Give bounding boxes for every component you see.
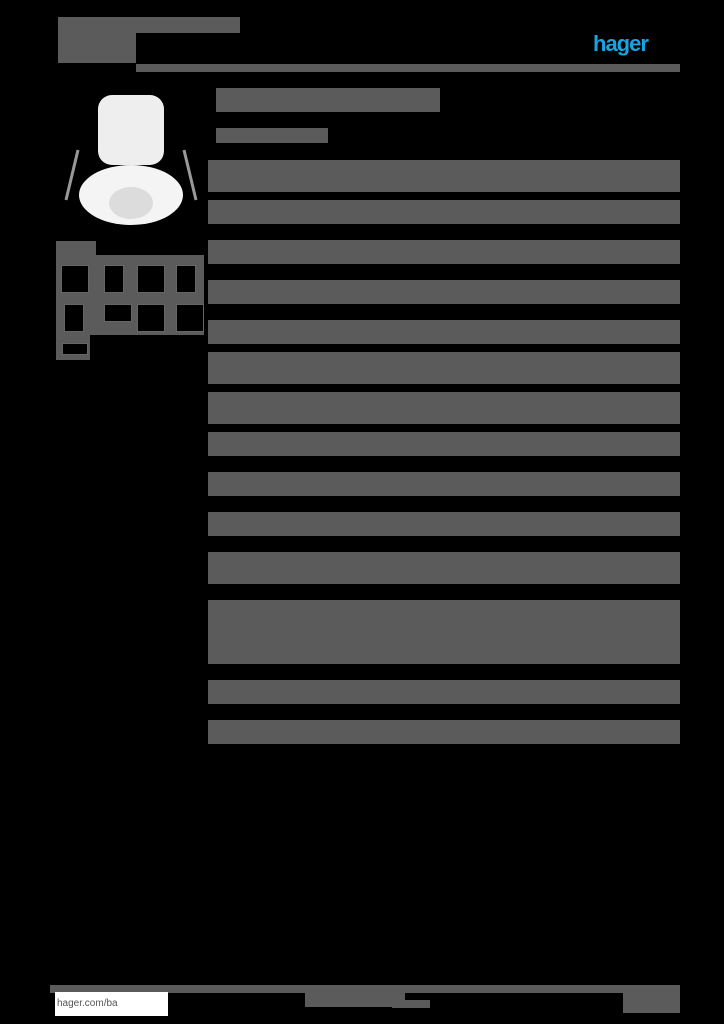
spec-row-5: [208, 320, 680, 344]
footer-website-link[interactable]: hager.com/ba: [55, 992, 168, 1016]
spec-row-4: [208, 280, 680, 304]
spec-row-8: [208, 432, 680, 456]
header-title-bar: [58, 17, 240, 33]
header-rule: [136, 64, 680, 72]
spec-row-14: [208, 720, 680, 744]
spec-row-6: [208, 352, 680, 384]
spec-row-12: [208, 600, 680, 664]
spec-row-1: [208, 160, 680, 192]
detector-icon: [104, 265, 124, 293]
footer-center-bar: [305, 993, 405, 1007]
mounting-icon: [137, 265, 165, 293]
product-title-bar: [216, 88, 440, 112]
icons-label-bar: [56, 241, 96, 255]
remote-icon: [62, 343, 88, 355]
switch-icon: [176, 265, 196, 293]
spec-row-10: [208, 512, 680, 536]
hager-logo: hager: [593, 31, 649, 56]
terminal-icon: [137, 304, 165, 332]
footer-rule: [50, 985, 680, 993]
product-image: [58, 90, 204, 230]
spec-row-13: [208, 680, 680, 704]
wiring-icon: [104, 304, 132, 322]
ip-rating-icon: [176, 304, 204, 332]
dimension-icon: [61, 265, 89, 293]
header-subtitle-bar: [58, 33, 136, 63]
spec-row-3: [208, 240, 680, 264]
footer-right-bar: [623, 993, 680, 1013]
spec-row-2: [208, 200, 680, 224]
product-subtitle-bar: [216, 128, 328, 143]
footer-center-bar-2: [392, 1000, 430, 1008]
spec-row-7: [208, 392, 680, 424]
spec-row-9: [208, 472, 680, 496]
relay-icon: [64, 304, 84, 332]
spec-row-11: [208, 552, 680, 584]
